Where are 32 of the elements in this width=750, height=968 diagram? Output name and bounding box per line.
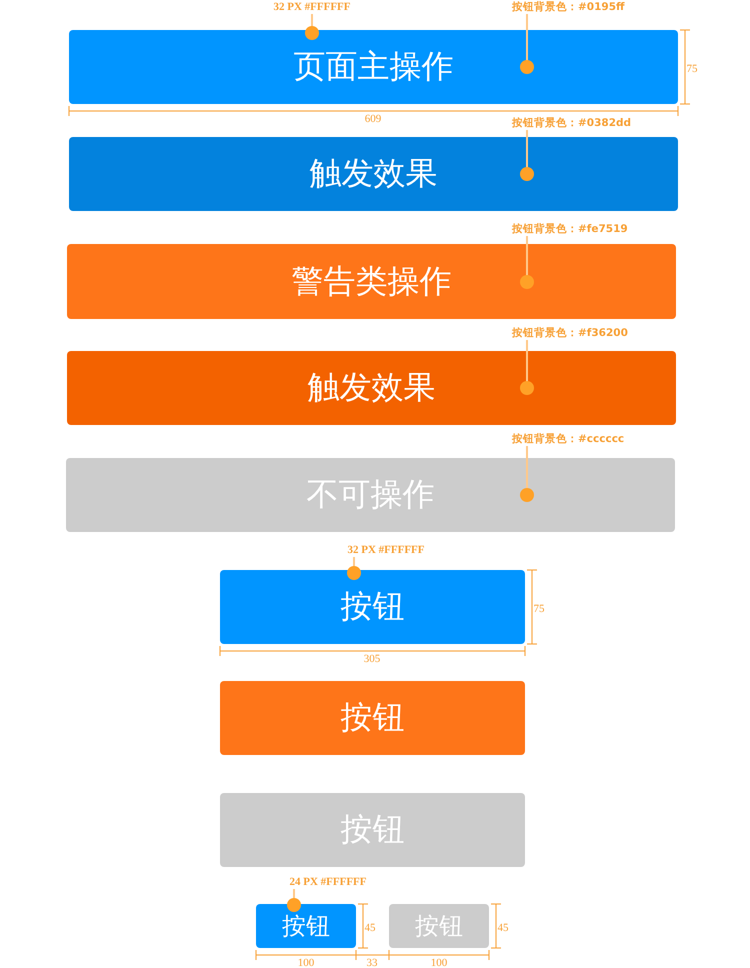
dimension-label: 609 bbox=[364, 113, 382, 125]
dimension-label: 75 bbox=[534, 603, 544, 615]
leader-line bbox=[347, 557, 361, 580]
annotation-text: 24 PX #FFFFFF bbox=[290, 876, 366, 888]
leader-line bbox=[520, 130, 534, 181]
annotation-text: 32 PX #FFFFFF bbox=[274, 1, 350, 13]
dimension-label: 100 bbox=[430, 957, 448, 968]
leader-line bbox=[305, 14, 319, 40]
leader-line bbox=[287, 889, 301, 912]
dimension-label: 305 bbox=[364, 653, 380, 665]
button: 按钮 bbox=[220, 570, 525, 644]
leader-line bbox=[520, 446, 534, 502]
dimension-label: 45 bbox=[364, 922, 376, 934]
button: 按钮 bbox=[220, 681, 525, 755]
leader-line bbox=[520, 14, 534, 74]
dimension-label: 33 bbox=[366, 957, 378, 968]
dimension-label: 75 bbox=[686, 63, 698, 75]
annotation-text: 按钮背景色：#f36200 bbox=[512, 327, 628, 339]
button: 页面主操作 bbox=[69, 30, 678, 104]
leader-line bbox=[520, 340, 534, 395]
annotation-text: 按钮背景色：#fe7519 bbox=[512, 223, 628, 235]
button: 触发效果 bbox=[67, 351, 676, 425]
button: 按钮 bbox=[256, 904, 356, 948]
button: 警告类操作 bbox=[67, 244, 676, 319]
button: 触发效果 bbox=[69, 137, 678, 211]
annotation-text: 按钮背景色：#0195ff bbox=[512, 1, 625, 13]
leader-line bbox=[520, 236, 534, 289]
annotation-text: 32 PX #FFFFFF bbox=[348, 544, 424, 556]
dimension-label: 45 bbox=[498, 922, 508, 934]
annotation-text: 按钮背景色：#cccccc bbox=[512, 433, 624, 445]
annotation-text: 按钮背景色：#0382dd bbox=[512, 117, 632, 129]
dimension-label: 100 bbox=[298, 957, 314, 968]
